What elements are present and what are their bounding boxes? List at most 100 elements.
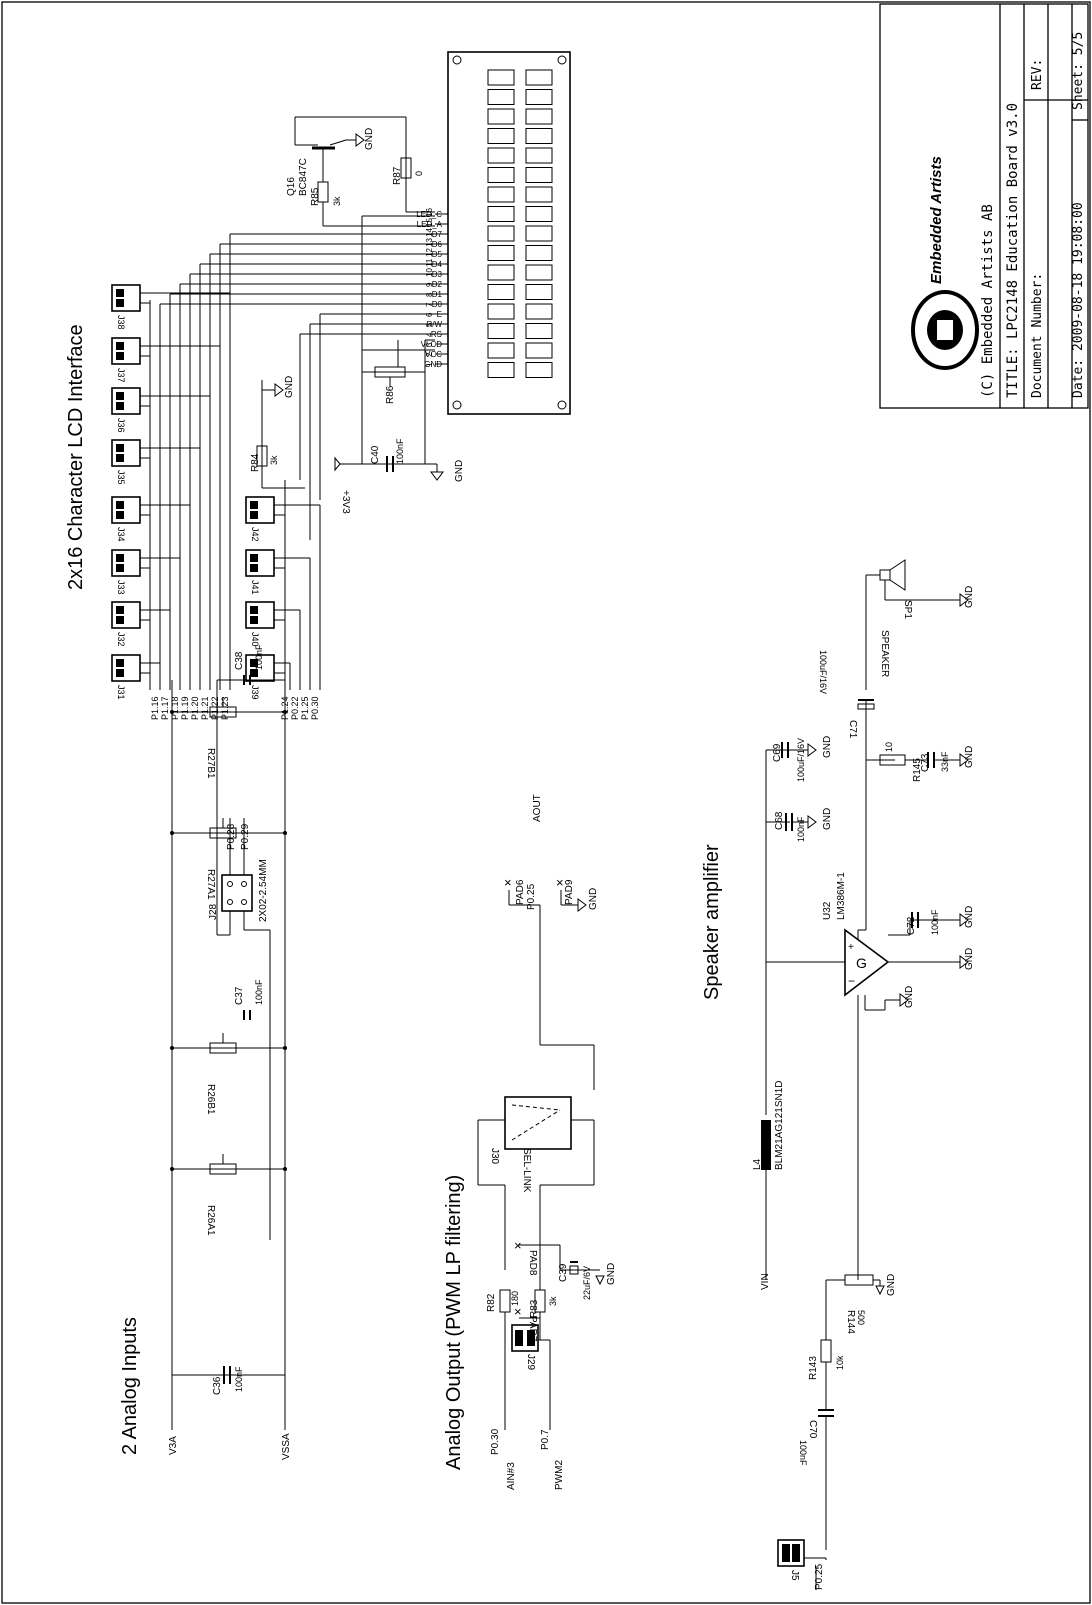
net-label: P1.23 <box>220 696 230 720</box>
lcd-pin-label-text: D2 <box>432 280 443 289</box>
lcd-pin-label-text: LED_C <box>416 210 442 219</box>
svg-text:GND: GND <box>964 906 975 928</box>
lcd-cell <box>525 128 553 144</box>
svg-text:GND: GND <box>454 460 465 482</box>
jumper-label: J41 <box>250 580 260 595</box>
q16-part: BC847C <box>298 158 309 196</box>
lcd-cell <box>487 186 515 203</box>
speaker-section-title: Speaker amplifier <box>701 844 723 1000</box>
lcd-pin-number: 3 <box>425 342 434 347</box>
lcd-character-cells <box>487 69 553 378</box>
j28-part: 2X02-2.54MM <box>258 859 269 922</box>
lcd-cell <box>525 69 553 86</box>
net-label: P1.20 <box>190 696 200 720</box>
q16-label: Q16 <box>286 177 297 196</box>
svg-text:GND: GND <box>964 948 975 970</box>
lcd-cell <box>525 264 553 281</box>
svg-text:GND: GND <box>964 746 975 768</box>
c39-label: C39 <box>558 1263 569 1282</box>
copyright-text: (C) Embedded Artists AB <box>980 204 996 398</box>
net-p029: P0.29 <box>240 823 251 850</box>
c69-label: C69 <box>772 743 783 762</box>
lcd-pin-label-text: D7 <box>432 230 443 239</box>
lcd-cell <box>487 89 515 105</box>
jumper-label: J36 <box>116 418 126 433</box>
lcd-cell <box>525 342 553 359</box>
lcd-cell <box>487 264 515 281</box>
potentiometer-label: R26A1 <box>205 1205 216 1236</box>
c73-label: C73 <box>920 753 931 772</box>
j29-label: J29 <box>525 1354 536 1371</box>
gnd-symbol <box>959 955 969 969</box>
svg-text:−: − <box>848 974 855 988</box>
lcd-pin-label-text: D4 <box>432 260 443 269</box>
lcd-pin-number: 12 <box>425 248 434 257</box>
j30-sel-link <box>504 1096 572 1150</box>
lcd-pins: 1GNDGND2VCCVCC3VLCDVLCD4RSRS5R/WR/W6EE7D… <box>416 208 448 369</box>
r83-value: 3k <box>548 1296 558 1306</box>
net-p025-spk: P0.25 <box>814 1563 825 1590</box>
j29-jumper <box>511 1324 539 1352</box>
speaker-section: VIN L4 BLM21AG121SN1D GND C69 100uF/16V … <box>752 559 975 1590</box>
gnd-symbol <box>875 1285 885 1296</box>
jumper <box>111 496 141 524</box>
lcd-pin-label-text: D0 <box>432 300 443 309</box>
net-ain3: AIN#3 <box>506 1462 517 1490</box>
title-text: TITLE: LPC2148 Education Board v3.0 <box>1005 103 1021 398</box>
lcd-cell <box>525 206 553 222</box>
net-label: P1.19 <box>180 696 190 720</box>
net-label: P1.17 <box>160 696 170 720</box>
jumper <box>245 654 275 682</box>
net-p028: P0.28 <box>226 823 237 850</box>
svg-text:GND: GND <box>364 128 375 150</box>
svg-text:GND: GND <box>886 1274 897 1296</box>
lcd-cell <box>487 342 515 359</box>
lcd-pin-number: 2 <box>425 352 434 357</box>
lcd-cell <box>487 147 515 164</box>
lcd-pin-number: 10 <box>425 268 434 277</box>
gnd-symbol <box>355 133 365 147</box>
lcd-cell <box>525 147 553 164</box>
jumper-label: J38 <box>116 315 126 330</box>
svg-text:GND: GND <box>904 986 915 1008</box>
net-label: P0.22 <box>290 696 300 720</box>
r144-value: 500 <box>856 1310 866 1325</box>
lcd-cell <box>525 303 553 320</box>
l4-ferrite <box>761 1120 771 1170</box>
u32-part: LM386M-1 <box>836 872 847 920</box>
lcd-pin-label-text: VLCD <box>421 340 443 349</box>
c72-value: 100nF <box>930 909 940 935</box>
jumper-label: J42 <box>250 527 260 542</box>
rev-text: REV: <box>1030 59 1045 90</box>
net-pwm2: PWM2 <box>554 1460 565 1490</box>
jumper <box>111 549 141 577</box>
aout-label: AOUT <box>532 794 543 822</box>
lcd-pin-label-text: E <box>437 310 442 319</box>
lcd-pin-label-text: D5 <box>432 250 443 259</box>
c71-value: 100uF/16V <box>818 650 828 694</box>
jumper <box>245 496 275 524</box>
gnd-symbol <box>595 1275 605 1286</box>
lcd-pin-label-text: VCC <box>425 350 442 359</box>
speaker-label: SPEAKER <box>879 630 890 677</box>
speaker-sp1 <box>879 569 891 581</box>
r143-label: R143 <box>808 1356 819 1380</box>
u32-amplifier <box>844 928 890 997</box>
lcd-pin-label-text: D6 <box>432 240 443 249</box>
lcd-cell <box>487 245 515 261</box>
analog-inputs-title: 2 Analog Inputs <box>119 1317 141 1455</box>
analog-output-title: Analog Output (PWM LP filtering) <box>443 1175 465 1470</box>
lcd-cell <box>525 89 553 105</box>
jumper <box>111 284 141 312</box>
gnd-symbol <box>959 753 969 767</box>
svg-text:GND: GND <box>822 736 833 758</box>
c40-label: C40 <box>370 445 381 464</box>
lcd-cell <box>487 303 515 320</box>
j28-connector <box>221 874 253 912</box>
r144-label: R144 <box>845 1310 856 1334</box>
r144-potentiometer <box>844 1274 874 1286</box>
